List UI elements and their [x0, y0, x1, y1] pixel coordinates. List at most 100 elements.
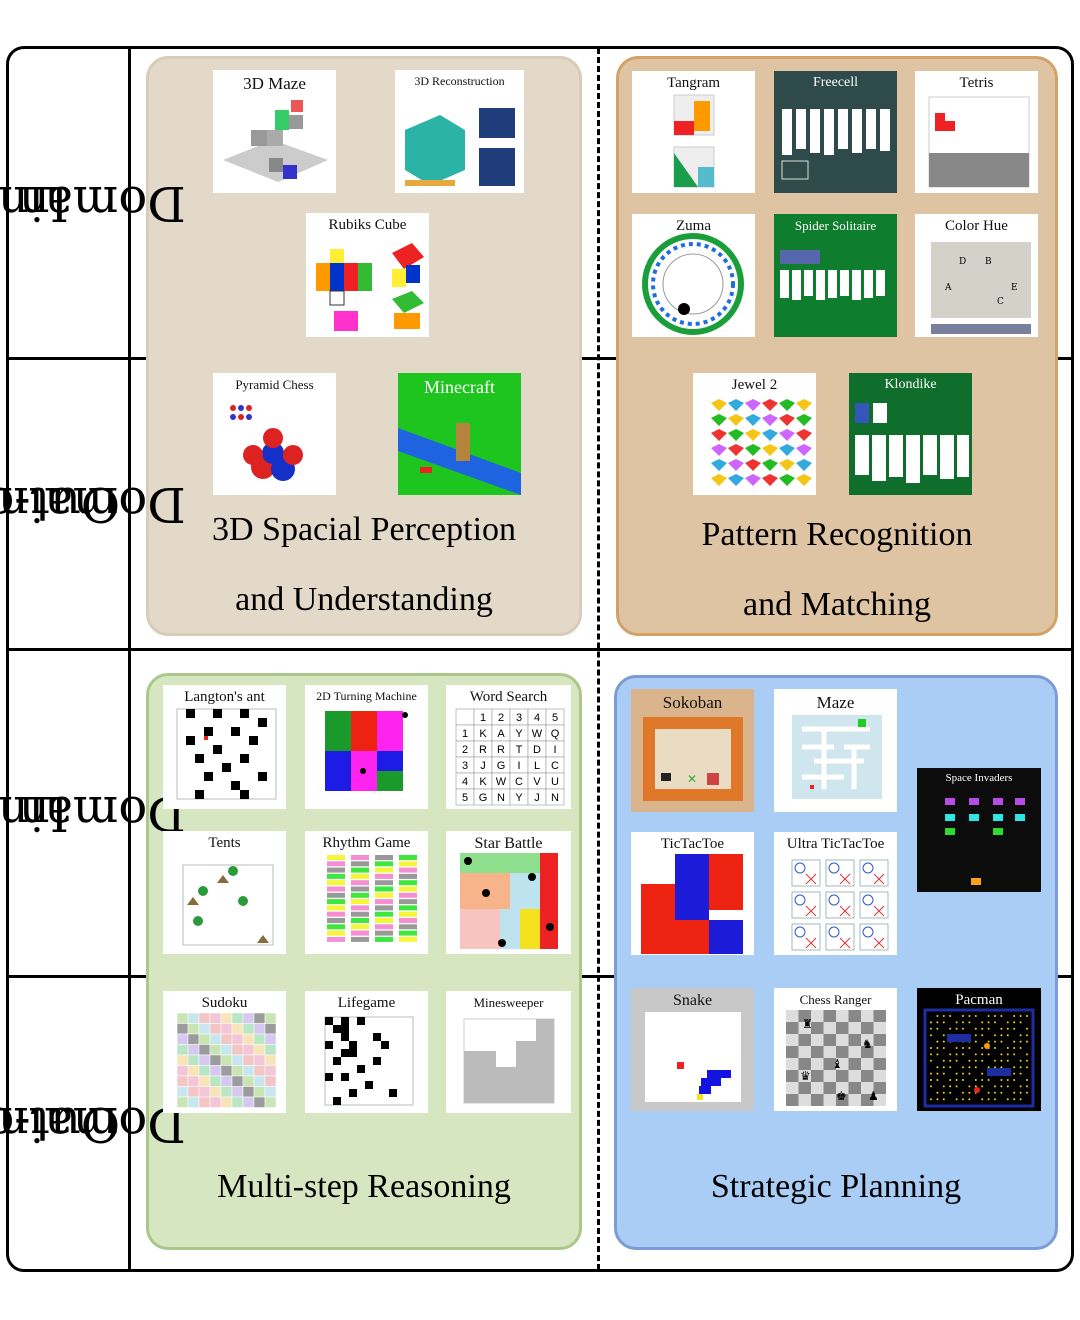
svg-text:E: E [1011, 283, 1018, 293]
game-title: Jewel 2 [731, 377, 778, 393]
word-search-cell: U [551, 776, 559, 788]
game-card-spider-solitaire: Spider Solitaire [774, 214, 897, 337]
game-card-tangram: Tangram [632, 71, 755, 193]
word-search-cell: Y [515, 792, 523, 804]
game-card-space-invaders: Space Invaders [917, 768, 1041, 892]
game-title: Spider Solitaire [794, 218, 877, 233]
game-title: Word Search [469, 689, 548, 705]
word-search-cell: 3 [462, 760, 468, 772]
svg-text:C: C [997, 297, 1004, 307]
game-card-minecraft: Minecraft [398, 373, 521, 495]
word-search-cell: Y [515, 728, 523, 740]
game-card-snake: Snake [631, 988, 754, 1111]
svg-text:♝: ♝ [832, 1057, 843, 1071]
game-card-maze: Maze [774, 689, 897, 812]
caption-planning: Strategic Planning [710, 1168, 962, 1205]
game-title: Space Invaders [945, 772, 1013, 784]
caption-reasoning: Multi-step Reasoning [217, 1168, 511, 1205]
column-divider-dashed [597, 48, 600, 1270]
svg-text:A: A [944, 283, 952, 293]
word-search-cell: V [533, 776, 541, 788]
svg-text:♛: ♛ [800, 1069, 811, 1083]
word-search-cell: T [516, 744, 523, 756]
word-search-cell: W [496, 776, 507, 788]
game-title: Maze [816, 693, 855, 712]
game-title: 2D Turning Machine [316, 689, 417, 703]
game-title: Lifegame [337, 995, 396, 1011]
game-title: Star Battle [474, 835, 543, 852]
game-title: Tents [208, 835, 241, 851]
svg-text:♜: ♜ [802, 1017, 813, 1031]
game-title: TicTacToe [660, 836, 725, 852]
word-search-cell: W [532, 728, 543, 740]
game-card-rubiks-cube: Rubiks Cube [306, 213, 429, 337]
word-search-cell: Q [551, 728, 560, 740]
game-title: Sudoku [201, 995, 248, 1011]
word-search-cell: D [533, 744, 541, 756]
game-card-pacman: Pacman [917, 988, 1041, 1111]
word-search-cell: N [497, 792, 505, 804]
row-divider [6, 648, 1074, 651]
word-search-cell: J [534, 792, 540, 804]
word-search-cell: 2 [498, 712, 504, 724]
word-search-cell: K [479, 776, 487, 788]
word-search-cell: 1 [462, 728, 468, 740]
game-title: 3D Maze [243, 74, 306, 93]
game-title: Tetris [959, 75, 994, 91]
word-search-cell: I [517, 760, 520, 772]
game-card-zuma: Zuma [632, 214, 755, 337]
row-label-out-domain-1: Out-ofDomain [0, 476, 186, 532]
game-title: Freecell [812, 75, 859, 90]
word-search-cell: R [479, 744, 487, 756]
game-card-langtons-ant: Langton's ant [163, 685, 286, 809]
game-title: Pyramid Chess [235, 377, 314, 392]
game-title: Pacman [955, 992, 1003, 1008]
word-search-cell: 5 [552, 712, 558, 724]
game-card-tictactoe: TicTacToe [631, 832, 754, 955]
word-search-cell: C [551, 760, 559, 772]
svg-text:D: D [959, 257, 966, 267]
game-title: Rubiks Cube [328, 217, 407, 233]
word-search-cell: A [497, 728, 505, 740]
svg-text:B: B [985, 257, 992, 267]
game-title: Chess Ranger [799, 992, 872, 1007]
game-card-3d-reconstruction: 3D Reconstruction [395, 70, 524, 193]
game-title: Color Hue [945, 218, 1008, 234]
game-title: Minecraft [424, 377, 495, 397]
game-card-tetris: Tetris [915, 71, 1038, 193]
word-search-cell: G [497, 760, 506, 772]
game-title: Klondike [884, 377, 937, 392]
word-search-cell: R [497, 744, 505, 756]
game-title: Sokoban [662, 693, 723, 712]
game-card-tents: Tents [163, 831, 286, 954]
svg-text:✕: ✕ [687, 772, 697, 786]
game-card-sokoban: ✕ Sokoban [631, 689, 754, 812]
game-title: Ultra TicTacToe [786, 836, 885, 852]
word-search-cell: 4 [534, 712, 540, 724]
game-card-freecell: Freecell [774, 71, 897, 193]
word-search-cell: 3 [516, 712, 522, 724]
label-column-divider [128, 46, 131, 1272]
svg-text:♞: ♞ [862, 1037, 873, 1051]
game-card-chess-ranger: ♜ ♞ ♛ ♝ ♚ ♟ Chess Ranger [774, 988, 897, 1111]
game-title: Zuma [676, 218, 711, 234]
word-search-cell: 5 [462, 792, 468, 804]
game-card-star-battle: Star Battle [446, 831, 571, 954]
game-card-jewel-2: Jewel 2 [693, 373, 816, 495]
game-card-lifegame: Lifegame [305, 991, 428, 1113]
svg-text:♟: ♟ [868, 1089, 879, 1103]
word-search-cell: J [480, 760, 486, 772]
game-card-pyramid-chess: Pyramid Chess [213, 373, 336, 495]
word-search-cell: 2 [462, 744, 468, 756]
word-search-cell: 4 [462, 776, 468, 788]
word-search-cell: L [534, 760, 540, 772]
word-search-cell: G [479, 792, 488, 804]
svg-text:♚: ♚ [836, 1089, 847, 1103]
game-card-ultra-tictactoe: Ultra TicTacToe [774, 832, 897, 955]
game-title: Langton's ant [184, 689, 265, 705]
